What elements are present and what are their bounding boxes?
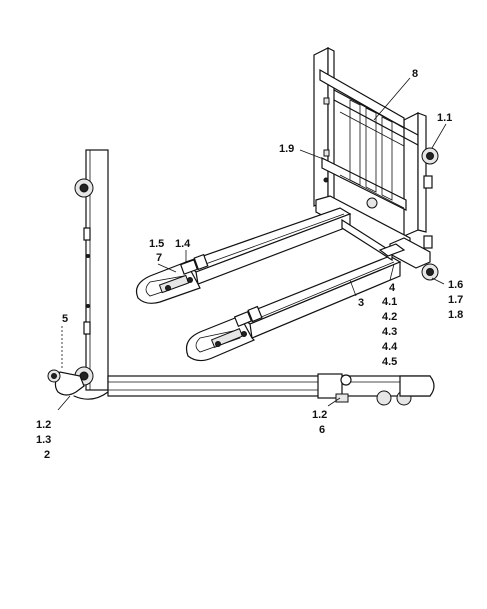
callout-4-3: 4.3 bbox=[382, 326, 397, 338]
callout-4: 4 bbox=[389, 282, 396, 294]
callout-3: 3 bbox=[358, 297, 364, 309]
callout-1-6: 1.6 bbox=[448, 279, 463, 291]
callout-6: 6 bbox=[319, 424, 325, 436]
callout-1-4: 1.4 bbox=[175, 238, 191, 250]
callout-1-9: 1.9 bbox=[279, 143, 294, 155]
callout-4-2: 4.2 bbox=[382, 311, 397, 323]
callout-5: 5 bbox=[62, 313, 68, 325]
callout-1-7: 1.7 bbox=[448, 294, 463, 306]
side-view bbox=[47, 149, 435, 406]
callout-1-2-left: 1.2 bbox=[36, 419, 51, 431]
fork-upper bbox=[135, 207, 352, 304]
callout-2: 2 bbox=[44, 449, 50, 461]
leader-lines bbox=[57, 77, 447, 411]
main-assembly bbox=[135, 47, 439, 362]
callout-4-1: 4.1 bbox=[382, 296, 397, 308]
cross-rod bbox=[341, 218, 406, 262]
callout-4-5: 4.5 bbox=[382, 356, 397, 368]
callout-1-2-right: 1.2 bbox=[312, 409, 327, 421]
fork-lower bbox=[185, 255, 402, 362]
callout-labels: 8 1.1 1.9 1.5 1.4 7 1.6 1.7 1.8 3 4 4.1 … bbox=[36, 68, 463, 461]
callout-7: 7 bbox=[156, 252, 162, 264]
callout-1-8: 1.8 bbox=[448, 309, 463, 321]
callout-8: 8 bbox=[412, 68, 418, 80]
callout-1-5: 1.5 bbox=[149, 238, 164, 250]
callout-1-1: 1.1 bbox=[437, 112, 452, 124]
callout-1-3: 1.3 bbox=[36, 434, 51, 446]
callout-4-4: 4.4 bbox=[382, 341, 398, 353]
